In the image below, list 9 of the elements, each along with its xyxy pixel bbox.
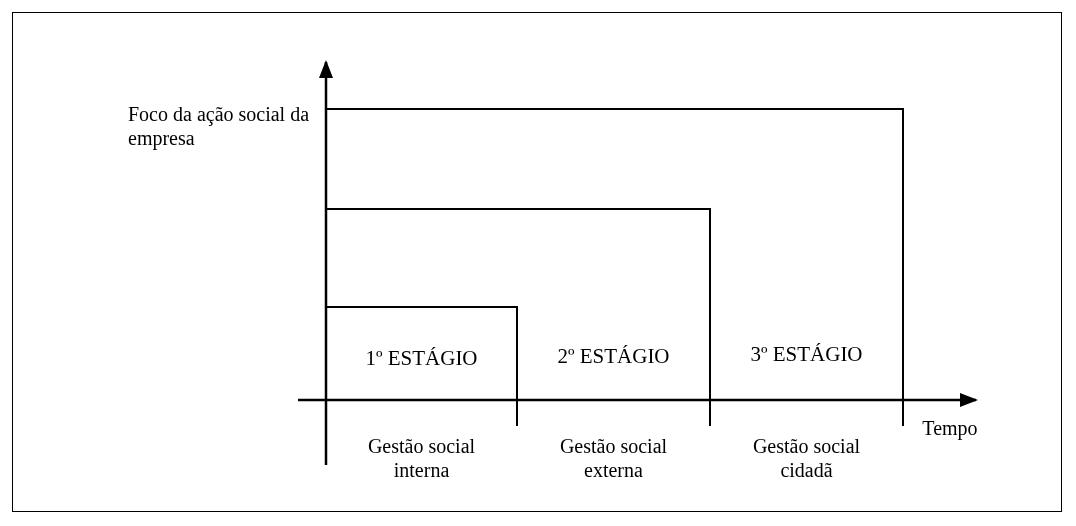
axis-label: Foco da ação social da empresa [128,102,311,150]
stage-label: 1º ESTÁGIO [364,346,479,371]
stage-description: Gestão social cidadã [751,434,862,482]
stage-description: Gestão social externa [558,434,669,482]
stage-description: Gestão social interna [366,434,477,482]
stage-region [326,208,711,402]
axis-label: Tempo [921,416,979,440]
stage-label: 2º ESTÁGIO [556,344,671,369]
stage-label: 3º ESTÁGIO [749,342,864,367]
